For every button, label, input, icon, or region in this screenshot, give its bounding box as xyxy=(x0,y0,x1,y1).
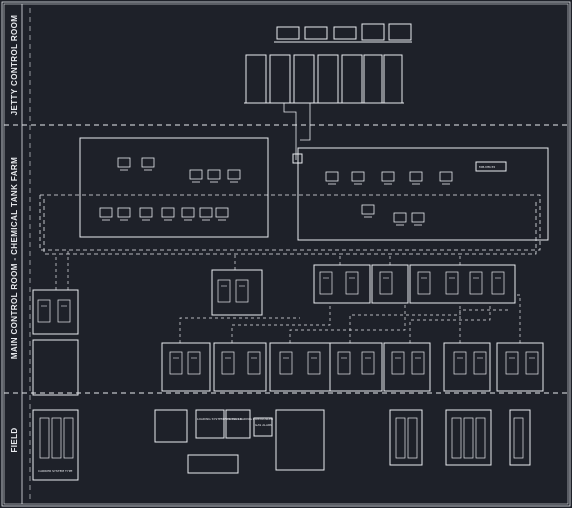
tag-box xyxy=(475,161,507,172)
workstation-monitor-icon xyxy=(393,212,407,223)
io-module-icon xyxy=(319,271,333,295)
gas-alarm-panel xyxy=(253,417,273,437)
workstation-monitor-icon xyxy=(411,212,425,223)
field-carrier-cabinet xyxy=(32,409,79,481)
io-module-icon xyxy=(379,271,393,295)
field-rack-icon xyxy=(39,417,50,459)
field-rack-icon xyxy=(451,417,462,459)
field-rack-icon xyxy=(513,417,524,459)
io-module-icon xyxy=(37,299,51,323)
io-module-icon xyxy=(491,271,505,295)
workstation-monitor-icon xyxy=(189,169,203,180)
network-switch xyxy=(292,153,303,164)
field-rack-icon xyxy=(395,417,406,459)
annotation-truck-loading-2: TRUCK LOADING CONTROLLER xyxy=(226,417,273,421)
operator-workstations xyxy=(99,157,453,226)
zone-label-main: MAIN CONTROL ROOM - CHEMICAL TANK FARM xyxy=(10,157,19,359)
workstation-monitor-icon xyxy=(199,207,213,218)
io-module-icon xyxy=(217,279,231,303)
field-rack-icon xyxy=(407,417,418,459)
io-module-icon xyxy=(247,351,261,375)
controller-group-3 xyxy=(409,264,516,304)
controller-group-2 xyxy=(371,264,409,304)
jetty-operator-stations xyxy=(274,23,412,43)
field-io-cabinet xyxy=(275,409,325,471)
annotation-carrier: CARRIER SYSTEM TYPE xyxy=(38,469,73,473)
io-module-icon xyxy=(337,351,351,375)
io-module-icon xyxy=(169,351,183,375)
workstation-monitor-icon xyxy=(207,169,221,180)
workstation-monitor-icon xyxy=(117,157,131,168)
io-module-icon xyxy=(345,271,359,295)
workstation-monitor-icon xyxy=(439,171,453,182)
field-rack-icon xyxy=(463,417,474,459)
io-module-icon xyxy=(279,351,293,375)
workstation-monitor-icon xyxy=(227,169,241,180)
io-module-icon xyxy=(453,351,467,375)
io-module-icon xyxy=(505,351,519,375)
workstation-monitor-icon xyxy=(215,207,229,218)
io-module-icon xyxy=(57,299,71,323)
io-module-icon xyxy=(187,351,201,375)
cabinet-left-b xyxy=(32,339,79,396)
workstation-monitor-icon xyxy=(181,207,195,218)
marshalling-row xyxy=(161,342,544,392)
jetty-server-cabinets xyxy=(244,54,404,104)
io-module-icon xyxy=(235,279,249,303)
main-control-console-left xyxy=(79,137,269,238)
annotation-gas-alarm: GAS ALARM xyxy=(255,423,273,427)
workstation-monitor-icon xyxy=(409,171,423,182)
jetty-uplink xyxy=(283,103,297,160)
io-module-icon xyxy=(361,351,375,375)
truck-loading-panel-2 xyxy=(225,409,251,439)
io-module-icon xyxy=(473,351,487,375)
io-module-icon xyxy=(221,351,235,375)
field-bus-lines xyxy=(55,250,521,343)
io-module-icon xyxy=(417,271,431,295)
jetty-uplink-2 xyxy=(300,103,311,141)
io-module-icon xyxy=(391,351,405,375)
workstation-monitor-icon xyxy=(325,171,339,182)
field-cabinet-1 xyxy=(389,409,423,466)
io-module-icon xyxy=(307,351,321,375)
truck-loading-panel xyxy=(195,409,225,439)
field-rack-icon xyxy=(475,417,486,459)
annotation-truck-loading: LOADING SYSTEM FOR TRUCK xyxy=(197,417,243,421)
cabinet-left-a xyxy=(32,289,79,335)
zone-label-jetty: JETTY CONTROL ROOM xyxy=(10,15,19,116)
annotation-tag: MM-MM-55 xyxy=(479,165,495,169)
io-module-icon xyxy=(469,271,483,295)
workstation-monitor-icon xyxy=(361,204,375,215)
workstation-monitor-icon xyxy=(99,207,113,218)
controller-group-1 xyxy=(313,264,371,304)
io-module-icon xyxy=(445,271,459,295)
field-devices-tray xyxy=(187,454,239,474)
field-cabinet-3 xyxy=(509,409,531,466)
io-racks xyxy=(37,271,539,459)
workstation-monitor-icon xyxy=(351,171,365,182)
io-module-icon xyxy=(411,351,425,375)
controller-group-center xyxy=(211,269,263,316)
field-rack-icon xyxy=(51,417,62,459)
workstation-monitor-icon xyxy=(141,157,155,168)
field-junction-box-1 xyxy=(154,409,188,443)
workstation-monitor-icon xyxy=(381,171,395,182)
io-module-icon xyxy=(525,351,539,375)
network-ring xyxy=(39,194,541,255)
main-control-console-right xyxy=(297,147,549,241)
zone-label-field: FIELD xyxy=(10,427,19,452)
workstation-monitor-icon xyxy=(161,207,175,218)
inner-frame xyxy=(3,3,569,505)
field-cabinet-2 xyxy=(445,409,492,466)
workstation-monitor-icon xyxy=(139,207,153,218)
field-rack-icon xyxy=(63,417,74,459)
workstation-monitor-icon xyxy=(117,207,131,218)
